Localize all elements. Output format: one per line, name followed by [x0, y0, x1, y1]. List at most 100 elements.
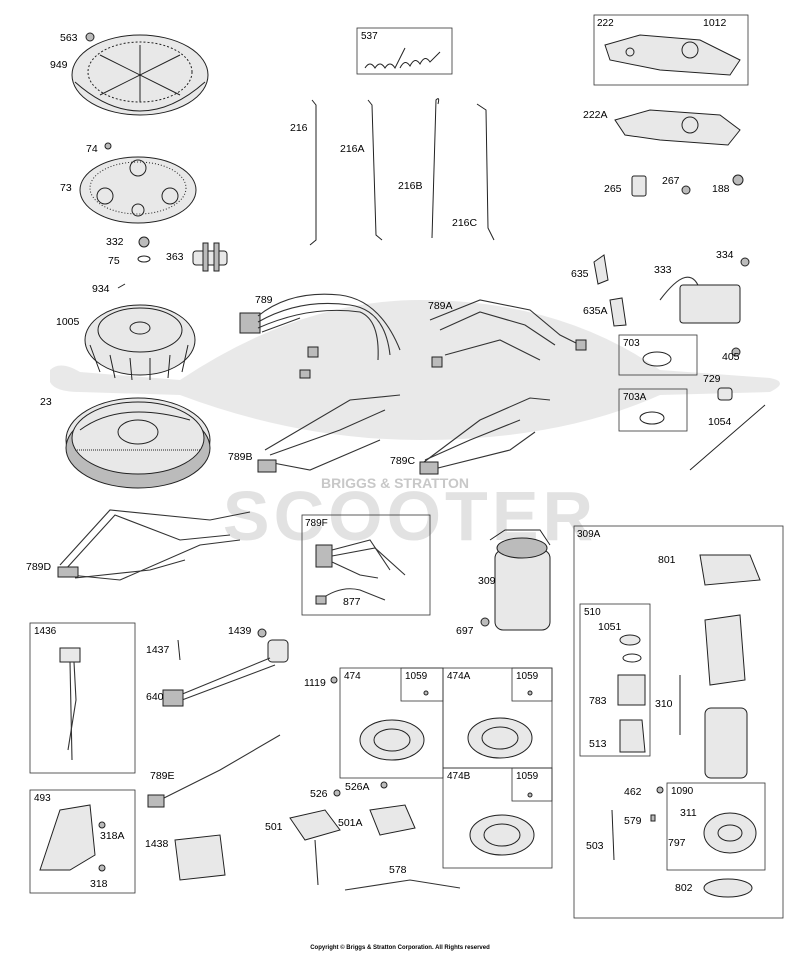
- starter-parts-309A[interactable]: [611, 554, 761, 898]
- callout-729: 729: [703, 373, 721, 385]
- part-640-harness[interactable]: [147, 628, 289, 808]
- nut-washer-bracket[interactable]: [117, 236, 228, 289]
- harness-789D[interactable]: [57, 509, 251, 581]
- alternators-474[interactable]: [330, 676, 535, 856]
- callout-216C: 216C: [452, 217, 478, 229]
- callout-216A: 216A: [340, 143, 365, 155]
- callout-789A: 789A: [428, 300, 453, 312]
- callout-579: 579: [624, 815, 642, 827]
- callout-309: 309: [478, 575, 496, 587]
- callout-501: 501: [265, 821, 283, 833]
- part-405[interactable]: [731, 347, 741, 357]
- callout-949: 949: [50, 59, 68, 71]
- callout-1119: 1119: [304, 677, 326, 689]
- callout-697: 697: [456, 625, 474, 637]
- bracket-222[interactable]: [604, 34, 741, 76]
- callout-789B: 789B: [228, 451, 253, 463]
- harness-789C[interactable]: [419, 397, 551, 475]
- callout-474A: 474A: [447, 671, 471, 682]
- starter-309[interactable]: [480, 529, 551, 631]
- box-510: [579, 603, 651, 757]
- box-1090: [666, 782, 766, 871]
- callout-789D: 789D: [26, 561, 52, 573]
- clamp-703A[interactable]: [639, 411, 665, 425]
- box-1436: [29, 622, 136, 774]
- box-789F: [301, 514, 431, 616]
- callout-222A: 222A: [583, 109, 608, 121]
- callout-789F: 789F: [305, 518, 328, 529]
- callout-1012: 1012: [703, 17, 727, 29]
- callout-801: 801: [658, 554, 676, 566]
- boots-ignition[interactable]: [593, 254, 750, 327]
- brush-plate-1090[interactable]: [703, 812, 757, 854]
- callout-635A: 635A: [583, 305, 608, 317]
- springs-537[interactable]: [364, 47, 441, 70]
- callout-563: 563: [60, 32, 78, 44]
- box-703: [618, 334, 698, 376]
- rectifiers-501[interactable]: [289, 781, 461, 891]
- callout-783: 783: [589, 695, 607, 707]
- blower-housing-949[interactable]: [71, 32, 209, 116]
- callout-73: 73: [60, 182, 72, 194]
- harness-789[interactable]: [239, 293, 401, 379]
- callout-537: 537: [361, 31, 378, 42]
- callout-802: 802: [675, 882, 693, 894]
- callout-1438: 1438: [145, 838, 169, 850]
- callout-267: 267: [662, 175, 680, 187]
- callout-405: 405: [722, 351, 740, 363]
- harness-789F-877[interactable]: [315, 539, 406, 605]
- box-703A: [618, 388, 688, 432]
- screen-73[interactable]: [79, 142, 197, 224]
- box-537: [356, 27, 453, 75]
- callout-640: 640: [146, 691, 164, 703]
- part-729[interactable]: [717, 387, 733, 401]
- bracket-493[interactable]: [39, 804, 106, 872]
- callout-216B: 216B: [398, 180, 423, 192]
- callout-877: 877: [343, 596, 361, 608]
- callout-23: 23: [40, 396, 52, 408]
- callout-216: 216: [290, 122, 308, 134]
- callout-462: 462: [624, 786, 642, 798]
- callout-1059b: 1059: [516, 671, 539, 682]
- callout-510: 510: [584, 607, 601, 618]
- callout-501A: 501A: [338, 817, 363, 829]
- callout-75: 75: [108, 255, 120, 267]
- box-222: [593, 14, 749, 86]
- callout-526: 526: [310, 788, 328, 800]
- clamp-703[interactable]: [642, 351, 672, 367]
- bracket-222A[interactable]: [614, 109, 741, 146]
- callout-188: 188: [712, 183, 730, 195]
- callout-635: 635: [571, 268, 589, 280]
- box-309A: [573, 525, 784, 919]
- fan-1005[interactable]: [84, 304, 196, 381]
- callout-703: 703: [623, 338, 640, 349]
- callout-309A: 309A: [577, 529, 601, 540]
- callout-1059c: 1059: [516, 771, 539, 782]
- callout-474: 474: [344, 671, 361, 682]
- module-1438[interactable]: [174, 834, 226, 881]
- callout-74: 74: [86, 143, 98, 155]
- callout-789C: 789C: [390, 455, 416, 467]
- callout-334: 334: [716, 249, 734, 261]
- part-1436[interactable]: [59, 647, 81, 761]
- links-216[interactable]: [309, 98, 495, 246]
- clip-bolts-265-267-188[interactable]: [631, 174, 744, 197]
- harness-789B[interactable]: [257, 394, 401, 473]
- harness-789A[interactable]: [429, 299, 587, 368]
- callout-578: 578: [389, 864, 407, 876]
- callout-1051: 1051: [598, 621, 622, 633]
- callout-311: 311: [680, 807, 697, 819]
- callout-222: 222: [597, 18, 614, 29]
- callout-318A: 318A: [100, 830, 125, 842]
- box-1059b: [511, 667, 553, 702]
- watermark: BRIGGS & STRATTON SCOOTER: [50, 300, 780, 555]
- flywheel-23[interactable]: [65, 397, 211, 489]
- callout-703A: 703A: [623, 392, 647, 403]
- callout-1437: 1437: [146, 644, 170, 656]
- callout-1059a: 1059: [405, 671, 428, 682]
- callout-labels: 563 949 74 73 332 75 363 934 1005 23 789…: [26, 17, 740, 894]
- callout-934: 934: [92, 283, 110, 295]
- tie-1054[interactable]: [689, 404, 766, 471]
- callout-265: 265: [604, 183, 622, 195]
